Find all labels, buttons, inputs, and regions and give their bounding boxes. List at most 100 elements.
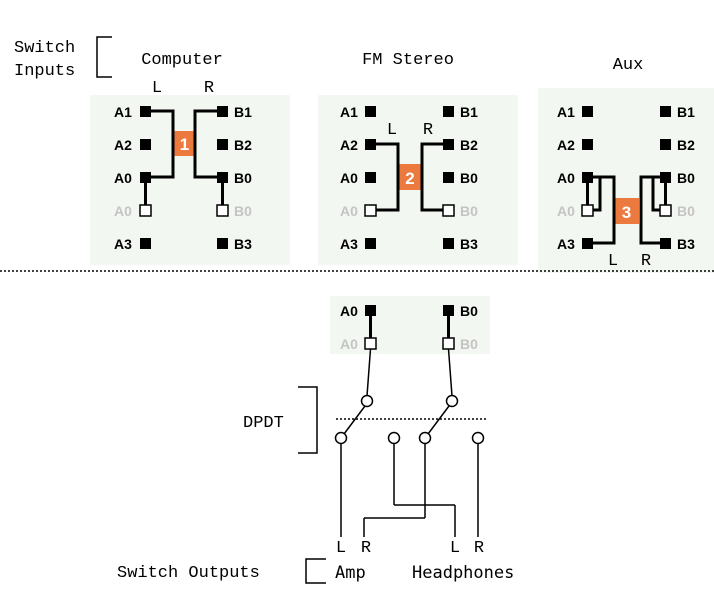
pin-b0 [443, 172, 454, 183]
channel-label-l: L [387, 121, 397, 140]
pin-a0 [365, 172, 376, 183]
pin-label-a3: A3 [557, 236, 575, 252]
channel-label-r: R [423, 121, 433, 140]
headphones-label: Headphones [412, 563, 514, 583]
switch-position-badge [398, 164, 422, 190]
pin-a2 [365, 139, 376, 150]
svg-text:Inputs: Inputs [14, 62, 75, 81]
pin-b1 [217, 106, 228, 117]
pin-a0 [582, 172, 593, 183]
pin-label-b1: B1 [677, 104, 695, 120]
pin-label-a1: A1 [114, 104, 132, 120]
pin-label-a0: A0 [114, 170, 132, 186]
panel-background [90, 95, 290, 265]
dpdt-wires [340, 348, 479, 537]
pin-a0 [365, 305, 376, 316]
pin-label-b0-output: B0 [234, 203, 252, 219]
pin-b2 [217, 139, 228, 150]
pin-b0-output [659, 204, 672, 217]
dpdt-throw-terminal-4 [471, 431, 485, 445]
input-panel-fm-stereo: L R A1 A2 A0 A0 A3 B1 B2 B0 B0 B3 2 [318, 95, 518, 265]
pin-label-a0: A0 [340, 303, 358, 319]
pin-label-a3: A3 [340, 236, 358, 252]
switch-position-number: 1 [180, 135, 189, 154]
pin-b1 [443, 106, 454, 117]
input-title-aux: Aux [613, 56, 644, 75]
pin-a1 [365, 106, 376, 117]
dpdt-throw-terminal-3 [418, 431, 432, 445]
pin-label-a2: A2 [557, 137, 575, 153]
pin-label-a0-output: A0 [114, 203, 132, 219]
dpdt-common-terminal-r [445, 394, 459, 408]
pin-a0-output [364, 337, 377, 350]
pin-a1 [140, 106, 151, 117]
amp-output-r: R [361, 539, 371, 558]
channel-label-r: R [204, 79, 214, 98]
pin-b0-output [442, 337, 455, 350]
pin-b2 [660, 139, 671, 150]
switch-inputs-label: Switch Inputs [14, 36, 112, 81]
pin-a2 [140, 139, 151, 150]
pin-label-b0: B0 [460, 170, 478, 186]
pin-label-b0: B0 [234, 170, 252, 186]
pin-b0 [443, 305, 454, 316]
panel-background [330, 296, 490, 354]
pin-label-b1: B1 [234, 104, 252, 120]
pin-label-a1: A1 [557, 104, 575, 120]
pin-b3 [443, 238, 454, 249]
headphones-output-l: L [450, 539, 460, 558]
dpdt-throw-terminal-1 [334, 431, 348, 445]
pin-label-a0-output: A0 [340, 336, 358, 352]
pin-label-b3: B3 [460, 236, 478, 252]
amp-label: Amp [335, 563, 366, 583]
pin-a3 [582, 238, 593, 249]
pin-b2 [443, 139, 454, 150]
pin-b0 [217, 172, 228, 183]
svg-text:Switch Outputs: Switch Outputs [117, 564, 260, 583]
svg-text:Switch: Switch [14, 39, 75, 58]
amp-output-l: L [336, 539, 346, 558]
pin-a1 [582, 106, 593, 117]
pin-label-a2: A2 [114, 137, 132, 153]
pin-a0-output [139, 204, 152, 217]
switch-outputs-label: Switch Outputs [117, 558, 326, 584]
pin-label-a2: A2 [340, 137, 358, 153]
input-title-fm-stereo: FM Stereo [362, 51, 454, 70]
pin-a3 [140, 238, 151, 249]
pin-label-b0: B0 [677, 170, 695, 186]
dpdt-label: DPDT [243, 414, 284, 433]
pin-a2 [582, 139, 593, 150]
pin-b0-output [216, 204, 229, 217]
pin-label-b0-output: B0 [460, 203, 478, 219]
dpdt-common-terminal-l [360, 394, 374, 408]
channel-label-l: L [152, 79, 162, 98]
pin-label-a0: A0 [340, 170, 358, 186]
pin-a3 [365, 238, 376, 249]
switch-position-number: 3 [622, 203, 631, 222]
input-panel-computer: L R A1 A2 A0 A0 A3 B1 B2 B0 B0 B3 1 [90, 79, 290, 265]
pin-label-b2: B2 [234, 137, 252, 153]
pin-a0-output [581, 204, 594, 217]
pin-label-b0-output: B0 [460, 336, 478, 352]
pin-a0 [140, 172, 151, 183]
pin-label-b1: B1 [460, 104, 478, 120]
pin-label-a0: A0 [557, 170, 575, 186]
pin-label-b2: B2 [677, 137, 695, 153]
pin-b0 [660, 172, 671, 183]
switch-position-badge [173, 131, 196, 156]
pin-a0-output [364, 204, 377, 217]
dpdt-bracket [298, 386, 318, 454]
panel-background [538, 88, 714, 273]
switch-position-badge [614, 198, 639, 224]
pin-label-a0-output: A0 [340, 203, 358, 219]
dpdt-throw-terminal-2 [387, 431, 401, 445]
jumper-wires [376, 142, 443, 212]
dpdt-switch: DPDT [243, 348, 486, 537]
pin-b3 [217, 238, 228, 249]
jumper-wires [144, 109, 224, 205]
pin-b1 [660, 106, 671, 117]
channel-label-r: R [641, 252, 651, 271]
output-jack-block: A0 A0 B0 B0 [330, 296, 490, 354]
pin-b3 [660, 238, 671, 249]
